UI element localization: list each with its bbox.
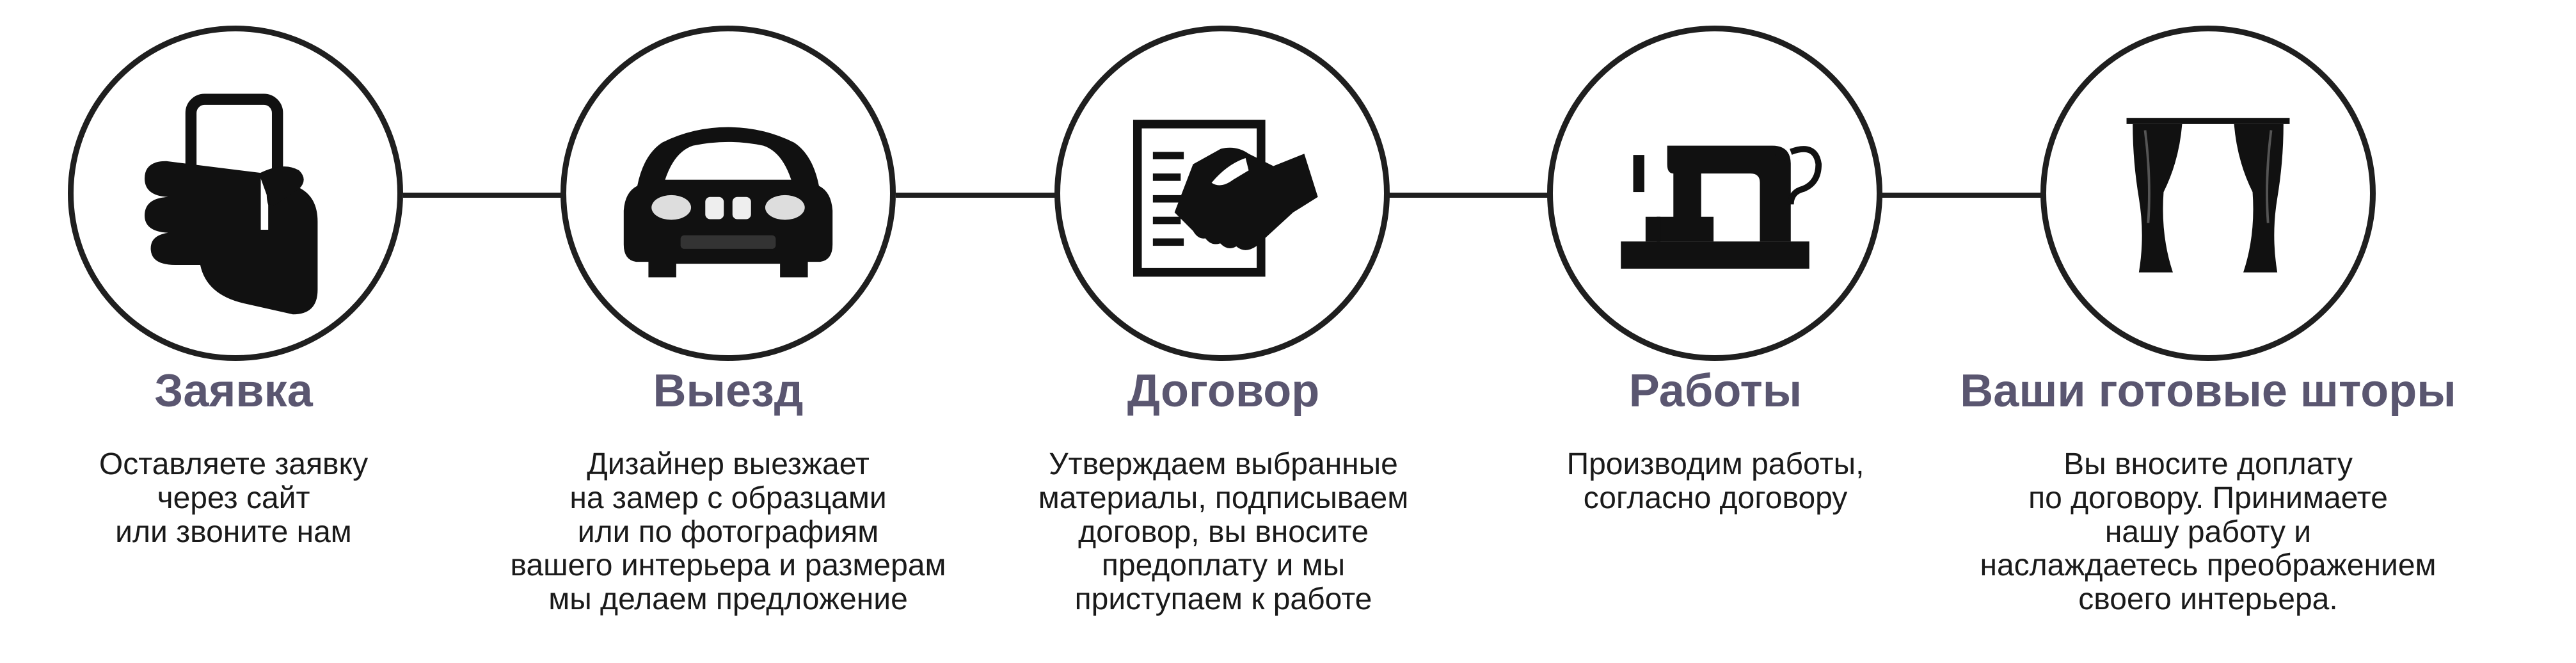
connector-line-1	[403, 193, 563, 198]
connector-line-4	[1881, 193, 2041, 198]
step-5-title: Ваши готовые шторы	[1960, 365, 2456, 417]
step-5-circle	[2040, 26, 2376, 361]
step-3-title: Договор	[1127, 365, 1320, 417]
step-5-description: Вы вносите доплату по договору. Принимае…	[1980, 447, 2437, 617]
connector-line-3	[1388, 193, 1548, 198]
step-4-title: Работы	[1628, 365, 1802, 417]
step-2-circle	[561, 26, 896, 361]
car-icon	[623, 127, 833, 278]
connector-line-2	[896, 193, 1056, 198]
step-1-title: Заявка	[154, 365, 313, 417]
sewing-machine-icon	[1621, 145, 1822, 269]
step-3-description: Утверждаем выбранные материалы, подписыв…	[1038, 447, 1409, 617]
step-2-title: Выезд	[653, 365, 804, 417]
phone-in-hand-icon	[145, 93, 318, 315]
curtains-icon	[2126, 118, 2290, 273]
step-1-description: Оставляете заявку через сайт или звоните…	[99, 447, 369, 549]
step-1-circle	[68, 26, 403, 361]
step-2-description: Дизайнер выезжает на замер с образцами и…	[510, 447, 946, 617]
step-3-circle	[1054, 26, 1390, 361]
step-4-circle	[1547, 26, 1882, 361]
step-4-description: Производим работы, согласно договору	[1566, 447, 1864, 515]
contract-handshake-icon	[1133, 120, 1318, 277]
